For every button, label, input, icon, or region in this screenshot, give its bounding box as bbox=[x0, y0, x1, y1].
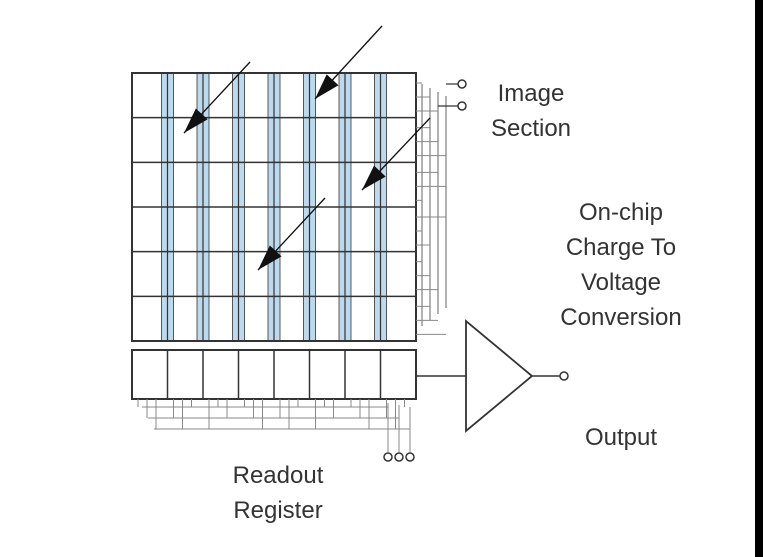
circle-terminal-icon bbox=[394, 452, 404, 462]
amplifier bbox=[416, 319, 569, 433]
arrow-icon bbox=[184, 108, 208, 133]
image-section-label-line-1: Image bbox=[497, 80, 565, 107]
readout-clock-lines bbox=[137, 399, 415, 462]
arrow-icon bbox=[315, 74, 339, 99]
output-label: Output bbox=[578, 420, 664, 455]
readout-register bbox=[131, 349, 417, 400]
image-section-border bbox=[131, 72, 417, 342]
edge-bar bbox=[755, 0, 763, 557]
conversion-label-line-1: On-chip bbox=[578, 199, 664, 226]
photon-arrows bbox=[183, 25, 431, 271]
circle-terminal-icon bbox=[405, 452, 415, 462]
circle-terminal-icon bbox=[383, 452, 393, 462]
image-section-grid bbox=[131, 72, 417, 342]
triangle-amplifier-icon bbox=[465, 319, 534, 433]
readout-register-label-line-2: Register bbox=[233, 497, 323, 524]
arrow-icon bbox=[258, 245, 282, 270]
readout-register-label: Readout Register bbox=[222, 458, 334, 528]
conversion-label-line-4: Conversion bbox=[560, 304, 682, 331]
circle-terminal-icon bbox=[457, 79, 467, 89]
conversion-label-line-3: Voltage bbox=[580, 269, 662, 296]
circle-terminal-icon bbox=[457, 101, 467, 111]
image-section-label-line-2: Section bbox=[490, 115, 572, 142]
image-clock-lines bbox=[416, 79, 467, 335]
output-label-text: Output bbox=[584, 424, 658, 451]
arrow-icon bbox=[362, 165, 386, 190]
readout-register-label-line-1: Readout bbox=[232, 462, 324, 489]
image-section-label: Image Section bbox=[486, 76, 576, 146]
circle-terminal-icon bbox=[559, 371, 569, 381]
conversion-label: On-chip Charge To Voltage Conversion bbox=[548, 195, 694, 335]
conversion-label-line-2: Charge To bbox=[565, 234, 677, 261]
